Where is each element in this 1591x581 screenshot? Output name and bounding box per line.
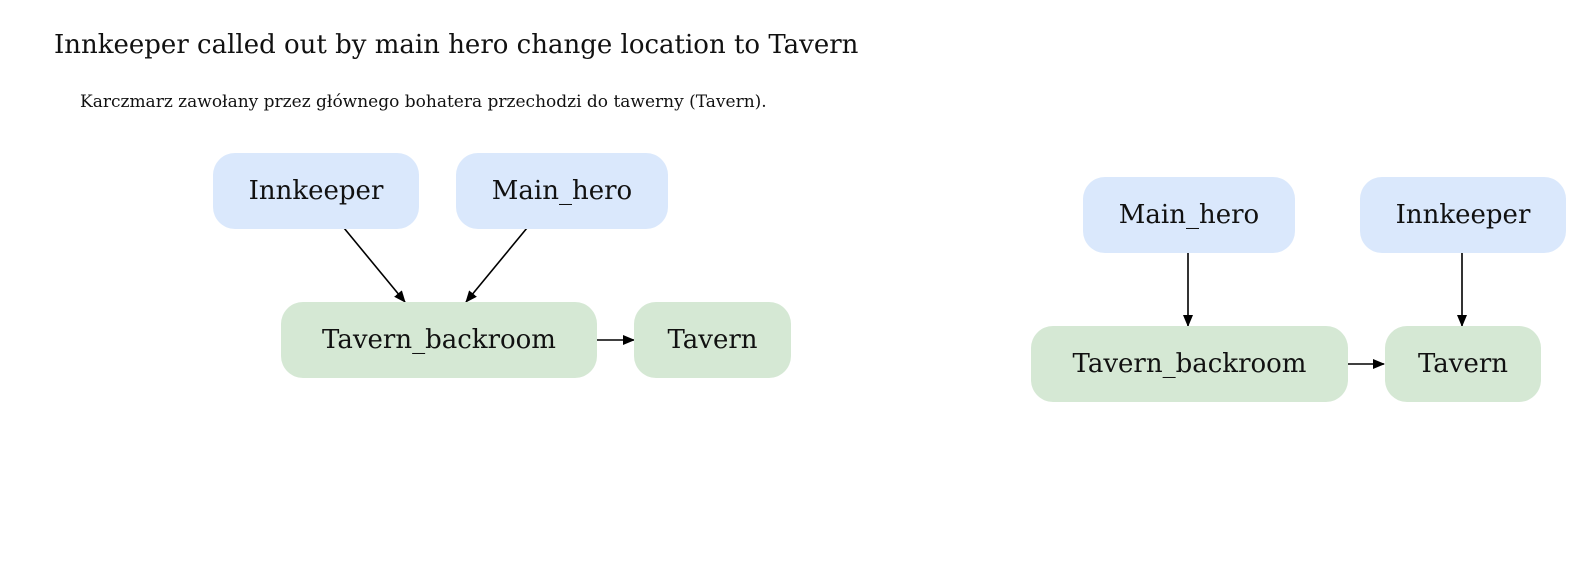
right-node-main-hero: Main_hero: [1083, 177, 1295, 253]
left-node-innkeeper: Innkeeper: [213, 153, 419, 229]
diagram-title: Innkeeper called out by main hero change…: [54, 30, 859, 60]
left-edge-main-hero-to-tavern-backroom: [465, 227, 528, 303]
left-node-tavern: Tavern: [634, 302, 791, 378]
right-node-tavern: Tavern: [1385, 326, 1541, 402]
left-edge-innkeeper-to-tavern-backroom: [343, 227, 406, 303]
left-node-main-hero: Main_hero: [456, 153, 668, 229]
left-node-tavern-backroom: Tavern_backroom: [281, 302, 597, 378]
right-node-tavern-backroom: Tavern_backroom: [1031, 326, 1348, 402]
right-node-innkeeper: Innkeeper: [1360, 177, 1566, 253]
diagram-subtitle: Karczmarz zawołany przez głównego bohate…: [80, 92, 767, 112]
